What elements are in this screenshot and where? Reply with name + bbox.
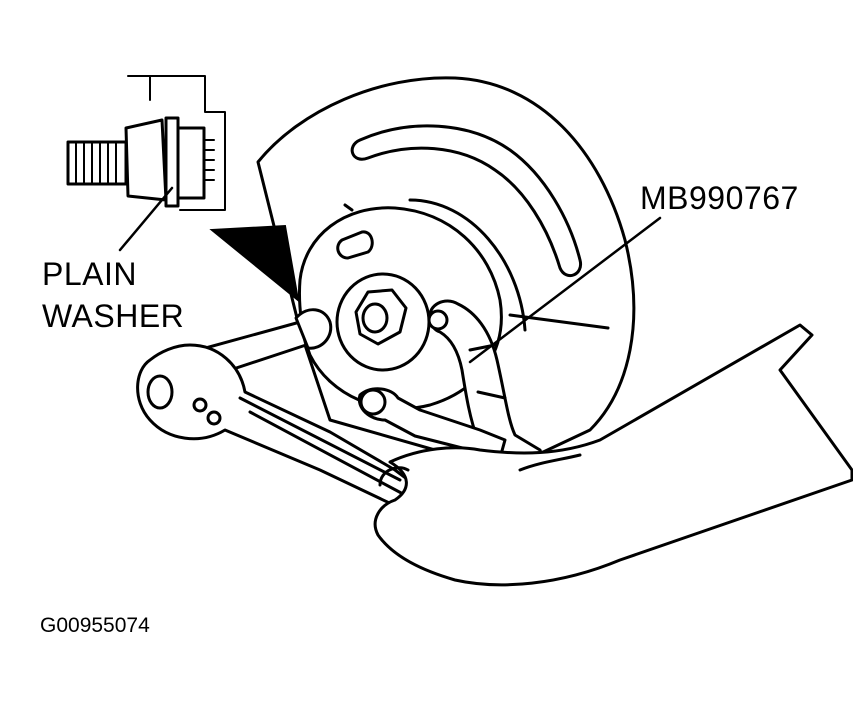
hub-holding-tool [357, 299, 547, 472]
hand [373, 323, 853, 587]
bolt-threads [75, 141, 117, 185]
plain-washer-label-line2: WASHER [42, 298, 185, 334]
tool-code-label: MB990767 [640, 180, 799, 216]
tool-leader-line [468, 216, 662, 364]
hub-flange [298, 206, 503, 411]
figure-code: G00955074 [40, 614, 150, 637]
disc-surface-line [508, 313, 610, 330]
direction-arrow [209, 224, 300, 303]
flange-serrations [203, 139, 215, 181]
washer-leader-line [118, 186, 174, 252]
plain-washer-label-line1: PLAIN [42, 256, 137, 292]
bolt-inset [66, 75, 226, 211]
